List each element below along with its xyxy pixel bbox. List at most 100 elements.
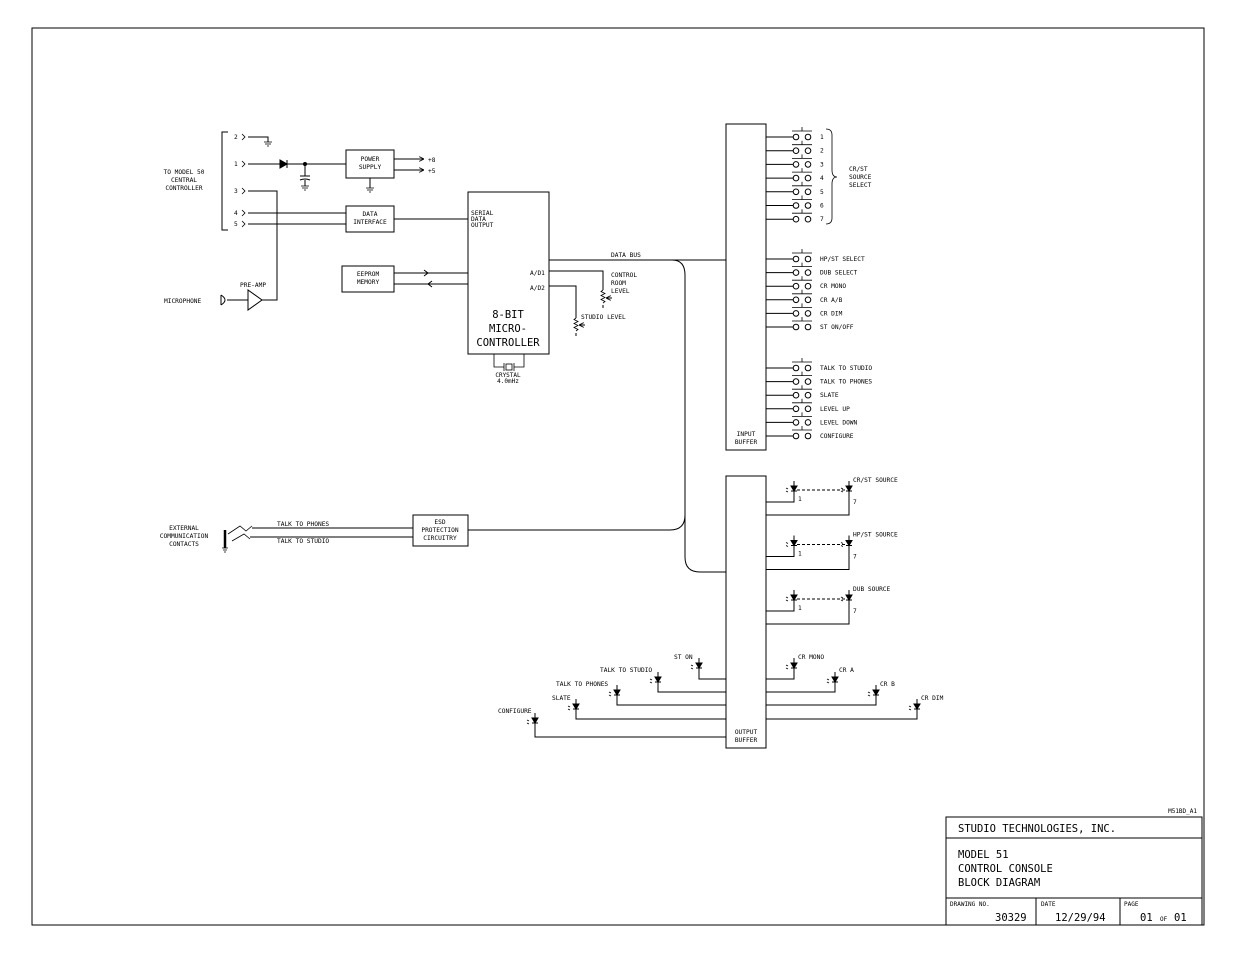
led-group-name-2: DUB SOURCE — [853, 586, 891, 593]
led-group-2: DUB SOURCE 1 7 — [766, 586, 891, 625]
left-led-symbol-2 — [608, 685, 621, 699]
connector-label-line3: CONTROLLER — [165, 185, 203, 192]
talk-switch-1: TALK TO PHONES — [766, 371, 872, 386]
crystal-label-line1: CRYSTAL — [495, 372, 521, 379]
rail-5v-label: +5 — [428, 168, 436, 175]
led-group-last-0: 7 — [853, 499, 857, 506]
led-group-first-2: 1 — [798, 605, 802, 612]
talk-switch-2-label: SLATE — [820, 392, 839, 399]
left-led-label-4: CONFIGURE — [498, 708, 532, 715]
mode-switch-0-label: HP/ST SELECT — [820, 256, 865, 263]
power-supply-block: POWER SUPPLY +8 +5 — [345, 149, 436, 193]
mcu-label-line1: 8-BIT — [492, 309, 524, 321]
output-buffer-block: OUTPUT BUFFER — [725, 475, 767, 749]
mcu-label-line3: CONTROLLER — [476, 337, 540, 349]
led-last-2 — [840, 590, 853, 604]
right-led-2: CR B — [766, 681, 895, 706]
level-pots: CONTROL ROOM LEVEL STUDIO LEVEL — [549, 270, 637, 336]
source-switch-4: 4 — [766, 168, 824, 182]
microphone-group: MICROPHONE PRE-AMP — [164, 282, 266, 311]
connector-label-line2: CENTRAL — [171, 177, 197, 184]
cr-level-label-line3: LEVEL — [611, 288, 630, 295]
title-line3: BLOCK DIAGRAM — [958, 877, 1040, 889]
cr-level-label-line1: CONTROL — [611, 272, 637, 279]
source-switch-3: 3 — [766, 154, 824, 168]
mode-switch-0: HP/ST SELECT — [766, 249, 865, 263]
company-name: STUDIO TECHNOLOGIES, INC. — [958, 823, 1116, 835]
ext-comm-label-line3: CONTACTS — [169, 541, 199, 548]
source-switch-5-label: 5 — [820, 189, 824, 196]
pin-label: 1 — [234, 161, 238, 168]
eeprom-block: EEPROM MEMORY — [341, 265, 468, 293]
right-led-1: CR A — [766, 667, 854, 693]
rail-8v-label: +8 — [428, 157, 436, 164]
right-led-label-3: CR DIM — [921, 695, 944, 702]
led-group-name-1: HP/ST SOURCE — [853, 532, 898, 539]
left-led-symbol-0 — [690, 658, 703, 672]
studio-level-label: STUDIO LEVEL — [581, 314, 626, 321]
led-first-2 — [785, 590, 798, 604]
ext-comm-label-line2: COMMUNICATION — [160, 533, 209, 540]
drawing-no-label: DRAWING NO. — [950, 901, 990, 908]
microphone-label: MICROPHONE — [164, 298, 202, 305]
title-line2: CONTROL CONSOLE — [958, 863, 1053, 875]
data-bus: DATA BUS — [468, 252, 726, 573]
mode-switch-2-label: CR MONO — [820, 283, 846, 290]
pin-label: 5 — [234, 221, 238, 228]
right-led-symbol-1 — [826, 672, 839, 686]
led-group-name-0: CR/ST SOURCE — [853, 477, 898, 484]
talk-switch-2: SLATE — [766, 385, 839, 399]
talk-switch-4: LEVEL DOWN — [766, 412, 858, 426]
source-select-label-line1: CR/ST — [849, 166, 868, 173]
ad2-label: A/D2 — [530, 285, 545, 292]
mode-switch-1-label: DUB SELECT — [820, 270, 858, 277]
source-switch-7-label: 7 — [820, 216, 824, 223]
led-group-last-1: 7 — [853, 554, 857, 561]
ad1-label: A/D1 — [530, 270, 545, 277]
output-buffer-label-line2: BUFFER — [735, 737, 758, 744]
source-switch-2-label: 2 — [820, 148, 824, 155]
cr-level-label-line2: ROOM — [611, 280, 626, 287]
page-of-label: OF — [1160, 916, 1168, 923]
led-first-0 — [785, 481, 798, 495]
data-bus-label: DATA BUS — [611, 252, 641, 259]
talk-switch-3-label: LEVEL UP — [820, 406, 850, 413]
eeprom-label-line1: EEPROM — [357, 271, 380, 278]
data-interface-label-line2: INTERFACE — [353, 219, 387, 226]
output-buffer-label-line1: OUTPUT — [735, 729, 758, 736]
esd-label-line1: ESD — [434, 519, 445, 526]
serial-label-line3: OUTPUT — [471, 222, 494, 229]
crystal-label-line2: 4.0mHz — [497, 378, 519, 385]
led-group-last-2: 7 — [853, 608, 857, 615]
left-led-3: SLATE — [552, 695, 726, 720]
eeprom-label-line2: MEMORY — [357, 279, 380, 286]
led-first-1 — [785, 535, 798, 550]
talk-switch-0: TALK TO STUDIO — [766, 358, 872, 372]
esd-label-line2: PROTECTION — [421, 527, 459, 534]
source-switch-2: 2 — [766, 140, 824, 155]
mcu-label-line2: MICRO- — [489, 323, 527, 335]
source-switch-6: 6 — [766, 195, 824, 210]
talk-switch-0-label: TALK TO STUDIO — [820, 365, 872, 372]
left-led-symbol-3 — [567, 699, 580, 713]
sheet-border — [31, 27, 1205, 926]
led-group-first-1: 1 — [798, 551, 802, 558]
right-led-symbol-0 — [785, 658, 798, 672]
source-select-label-line3: SELECT — [849, 182, 872, 189]
source-switch-3-label: 3 — [820, 161, 824, 168]
left-led-symbol-1 — [649, 672, 662, 686]
external-contacts-group: EXTERNAL COMMUNICATION CONTACTS TALK TO … — [160, 521, 413, 553]
left-led-label-2: TALK TO PHONES — [556, 681, 608, 688]
power-supply-label-line2: SUPPLY — [359, 164, 382, 171]
source-switch-5: 5 — [766, 181, 824, 196]
mode-switch-4: CR DIM — [766, 303, 843, 317]
connector-group: TO MODEL 50 CENTRAL CONTROLLER 2 1 3 4 5 — [164, 131, 346, 301]
mode-switch-4-label: CR DIM — [820, 310, 843, 317]
power-supply-label-line1: POWER — [361, 156, 380, 163]
pin-label: 4 — [234, 210, 238, 217]
source-switch-1: 1 — [766, 127, 824, 141]
talk-switch-5-label: CONFIGURE — [820, 433, 854, 440]
data-interface-block: DATA INTERFACE — [345, 205, 468, 233]
pin-label: 3 — [234, 188, 238, 195]
